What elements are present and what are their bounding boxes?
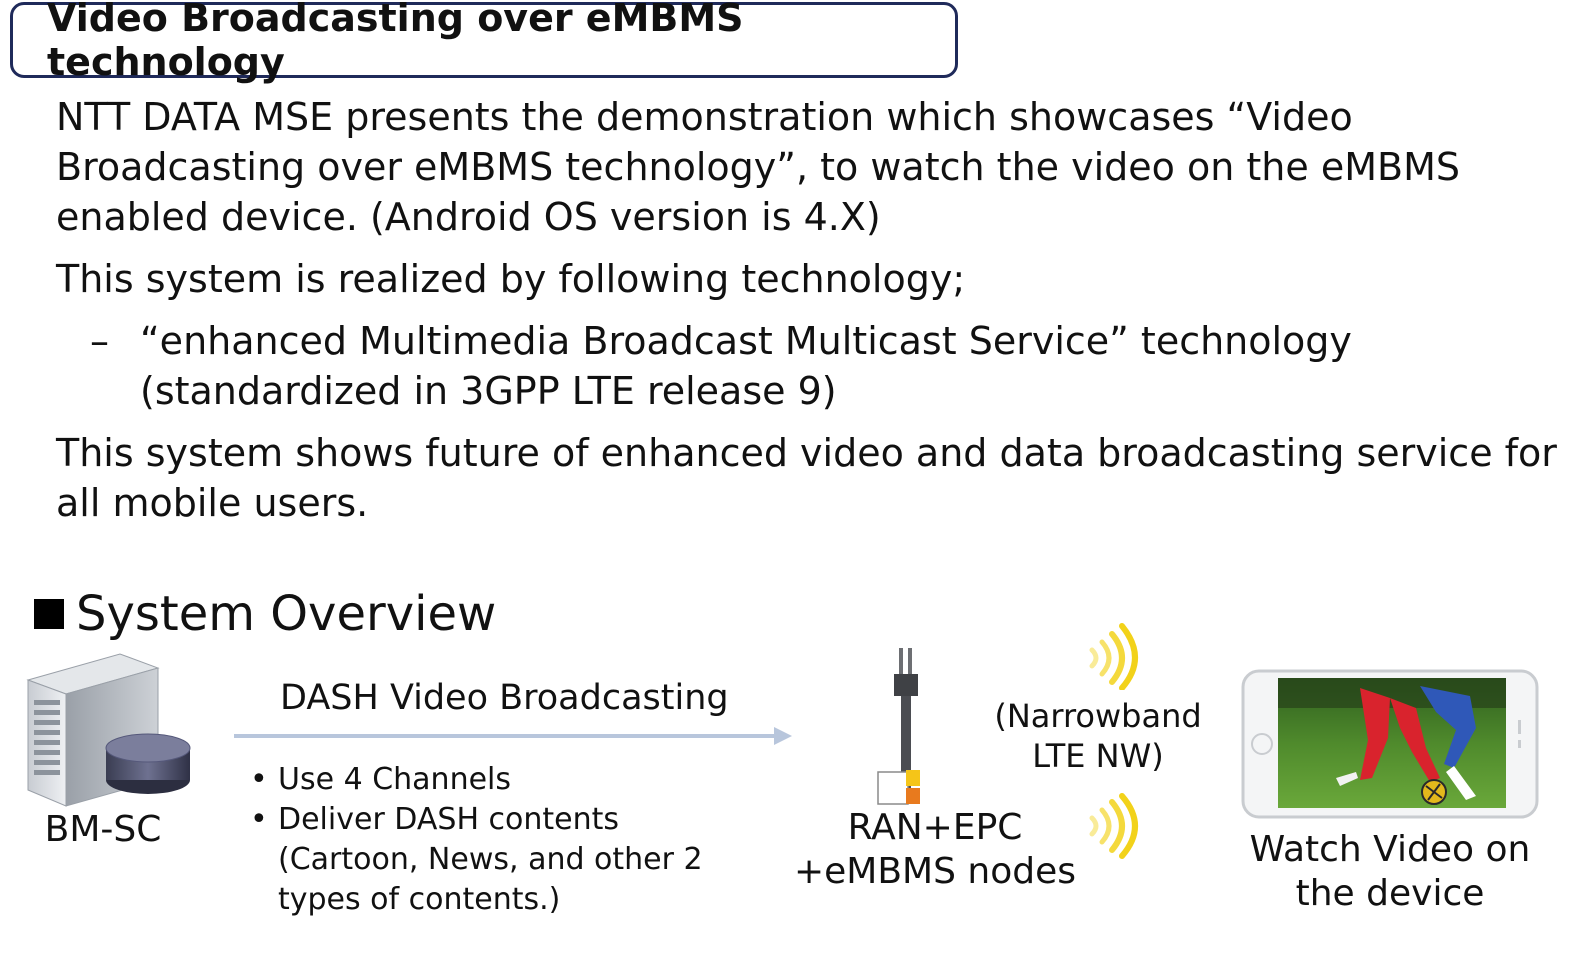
ran-epc-label: RAN+EPC +eMBMS nodes [790,806,1080,894]
nw-line1: (Narrowband [994,697,1202,735]
broadcast-arrow [234,727,792,745]
nw-line2: LTE NW) [1032,737,1164,775]
feature-dash-contents: Deliver DASH contents (Cartoon, News, an… [250,800,748,920]
section-heading-text: System Overview [76,586,497,642]
smartphone-icon [1241,669,1539,819]
server-icon [26,653,191,807]
future-paragraph: This system shows future of enhanced vid… [56,431,1557,525]
section-heading: System Overview [34,584,496,644]
device-line2: the device [1295,873,1485,914]
technology-intro: This system is realized by following tec… [56,257,966,301]
square-bullet-icon [34,599,64,629]
bmsc-label: BM-SC [44,809,162,850]
dash-bullet: – [90,319,109,363]
antenna-icon [877,648,920,805]
device-label: Watch Video on the device [1240,828,1540,916]
feature-list: Use 4 Channels Deliver DASH contents (Ca… [250,760,748,920]
ran-line1: RAN+EPC [847,807,1023,848]
title-box: Video Broadcasting over eMBMS technology [10,0,958,84]
video-frame [1278,678,1506,808]
technology-item-text: “enhanced Multimedia Broadcast Multicast… [140,319,1352,413]
feature-channels: Use 4 Channels [250,760,748,800]
signal-waves-icon [1089,793,1138,859]
arrow-label: DASH Video Broadcasting [280,678,729,718]
ran-line2: +eMBMS nodes [793,851,1077,892]
intro-paragraph: NTT DATA MSE presents the demonstration … [56,95,1460,239]
signal-waves-icon [1089,623,1138,690]
technology-item: – “enhanced Multimedia Broadcast Multica… [90,316,1570,416]
page-title: Video Broadcasting over eMBMS technology [47,0,744,84]
network-label: (Narrowband LTE NW) [978,696,1218,776]
device-line1: Watch Video on [1249,829,1531,870]
